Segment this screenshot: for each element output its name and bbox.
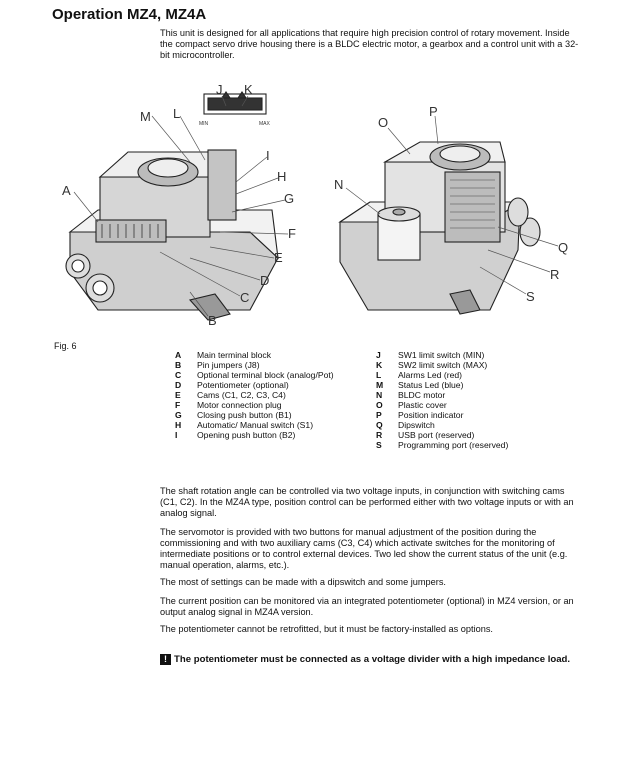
callout-o: O <box>378 115 388 130</box>
page-title: Operation MZ4, MZ4A <box>52 6 207 23</box>
callout-a: A <box>62 183 71 198</box>
callout-c: C <box>240 290 249 305</box>
left-unit-drawing <box>65 91 279 321</box>
callout-r: R <box>550 267 559 282</box>
callout-j: J <box>216 82 223 97</box>
servo-drive-illustration: J K M L I H G F E D C B A O P N Q R S MI… <box>62 82 568 328</box>
callout-m: M <box>140 109 151 124</box>
callout-e: E <box>274 250 283 265</box>
callout-i: I <box>266 148 270 163</box>
warning-note: ! The potentiometer must be connected as… <box>160 654 570 665</box>
paragraph-shaft-rotation: The shaft rotation angle can be controll… <box>160 486 574 518</box>
callout-f: F <box>288 226 296 241</box>
max-label: MAX <box>259 121 271 127</box>
min-label: MIN <box>199 121 209 127</box>
callout-h: H <box>277 169 286 184</box>
callout-k: K <box>244 82 253 97</box>
callout-b: B <box>208 313 217 328</box>
callout-g: G <box>284 191 294 206</box>
figure-caption: Fig. 6 <box>54 341 77 351</box>
warning-icon: ! <box>160 654 171 665</box>
warning-text: The potentiometer must be connected as a… <box>174 654 571 665</box>
callout-p: P <box>429 104 438 119</box>
callout-s: S <box>526 289 535 304</box>
paragraph-current-position: The current position can be monitored vi… <box>160 596 574 617</box>
callout-d: D <box>260 273 269 288</box>
paragraph-potentiometer: The potentiometer cannot be retrofitted,… <box>160 624 493 634</box>
paragraph-settings: The most of settings can be made with a … <box>160 577 446 587</box>
right-unit-drawing <box>338 141 541 315</box>
callout-n: N <box>334 177 343 192</box>
callout-q: Q <box>558 240 568 255</box>
paragraph-servomotor: The servomotor is provided with two butt… <box>160 527 568 570</box>
callout-l: L <box>173 106 180 121</box>
intro-paragraph: This unit is designed for all applicatio… <box>160 28 579 60</box>
